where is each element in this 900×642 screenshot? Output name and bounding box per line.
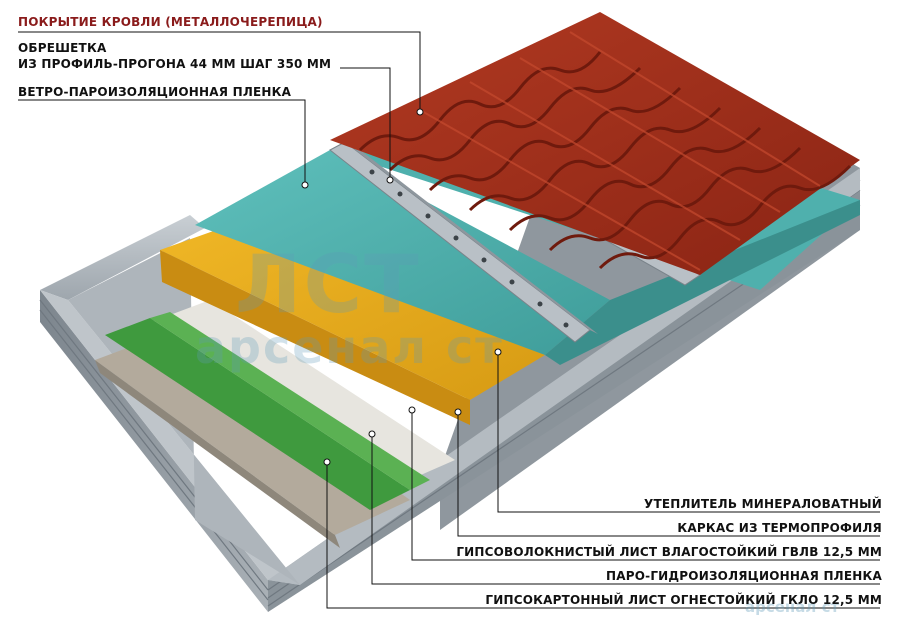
wind-membrane-edge <box>545 200 860 365</box>
insulation-front-face <box>160 250 470 425</box>
watermark-logo: ЛСТ арсенал ст <box>195 245 504 375</box>
label-insulation: УТЕПЛИТЕЛЬ МИНЕРАЛОВАТНЫЙ <box>644 497 882 511</box>
label-wind-membrane: ВЕТРО-ПАРОИЗОЛЯЦИОННАЯ ПЛЕНКА <box>18 85 292 99</box>
wind-membrane-layer <box>195 150 610 355</box>
label-frame: КАРКАС ИЗ ТЕРМОПРОФИЛЯ <box>677 521 882 535</box>
label-battens-line1: ОБРЕШЕТКА <box>18 41 107 55</box>
roof-tile-sheet <box>330 12 860 275</box>
label-roofing: ПОКРЫТИЕ КРОВЛИ (МЕТАЛЛОЧЕРЕПИЦА) <box>18 15 323 29</box>
insulation-layer <box>160 218 545 400</box>
watermark-small: арсенал ст <box>745 598 840 616</box>
drywall-edge <box>95 360 340 548</box>
leader-lines <box>18 31 880 609</box>
frame-front-face <box>40 290 268 612</box>
batten-profile-1-flange <box>345 142 598 334</box>
leader-dots <box>301 108 502 466</box>
frame-top-left-rail <box>40 215 205 300</box>
vapor-film-strip <box>150 312 430 490</box>
label-vapor-film: ПАРО-ГИДРОИЗОЛЯЦИОННАЯ ПЛЕНКА <box>606 569 882 583</box>
roof-tile-ridges <box>358 51 852 270</box>
metal-roof-tiles <box>330 12 860 275</box>
label-battens-line2: ИЗ ПРОФИЛЬ-ПРОГОНА 44 ММ ШАГ 350 ММ <box>18 57 332 71</box>
roof-tile-columns <box>419 31 821 271</box>
batten-holes <box>369 169 569 328</box>
watermark-logo-mark: ЛСТ <box>235 238 421 331</box>
label-drywall: ГИПСОКАРТОННЫЙ ЛИСТ ОГНЕСТОЙКИЙ ГКЛО 12,… <box>485 593 882 607</box>
vapor-film-layer <box>105 318 410 510</box>
watermark-text: арсенал ст <box>195 320 504 374</box>
label-gypsum-fiber: ГИПСОВОЛОКНИСТЫЙ ЛИСТ ВЛАГОСТОЙКИЙ ГВЛВ … <box>456 545 882 559</box>
